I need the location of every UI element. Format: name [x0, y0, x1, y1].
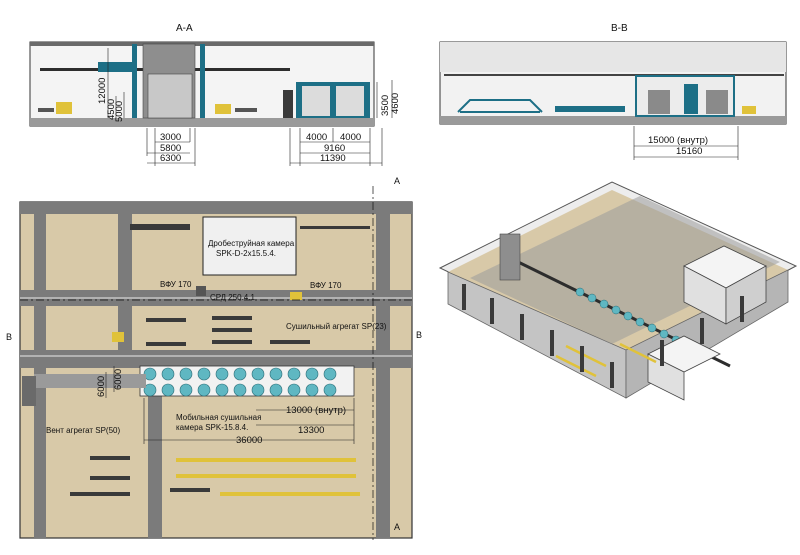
mobile-chamber-label-2: камера SPK-15.8.4.	[176, 423, 248, 432]
road-right	[376, 214, 390, 538]
table-2	[235, 108, 257, 112]
vfu-left-label: ВФУ 170	[160, 280, 192, 289]
conveyor-bb	[555, 106, 625, 112]
column-teal-1	[132, 44, 137, 118]
srd-label: СРД 250.4.1	[210, 293, 255, 302]
dim-plan-13300: 13300	[298, 425, 324, 436]
section-aa-title: A-A	[176, 23, 193, 34]
dim-w3000: 3000	[160, 132, 181, 143]
section-bb-crane	[444, 74, 784, 76]
dim-h4500: 4500	[106, 99, 117, 120]
iso-mobile-booth-side	[647, 353, 685, 401]
racks-upper	[146, 316, 310, 346]
dim-h4600: 4600	[390, 93, 401, 114]
booth-bb-machine-3	[706, 90, 728, 114]
section-aa: A-A 12000 4500 5000 350	[29, 23, 401, 166]
duct-left	[34, 374, 146, 388]
road-lower	[20, 350, 412, 368]
dryer-chamber-right	[336, 86, 364, 116]
plan-view: Дробеструйная камера SPK-D-2x15.5.4. ВФУ…	[6, 176, 422, 540]
dim-w4000-a: 4000	[306, 132, 327, 143]
srd-unit-left	[196, 286, 206, 296]
section-bb-floor	[440, 116, 786, 124]
dryer-unit-label: Сушильный агрегат SP(23)	[286, 322, 387, 331]
iso-vent-tower	[499, 233, 521, 281]
booth-bb-machine-1	[648, 90, 670, 114]
cut-a-bottom: A	[394, 522, 400, 532]
cut-a-top: A	[394, 176, 400, 186]
section-bb-wall	[440, 42, 786, 72]
forklift-1	[56, 102, 72, 114]
rail-track-b	[300, 226, 370, 229]
road-v1	[118, 214, 132, 354]
shot-booth-body	[147, 73, 193, 119]
dim-w11390: 11390	[320, 153, 346, 164]
forklift-bb	[742, 106, 756, 114]
isometric-view	[438, 181, 798, 401]
shot-chamber-label-2: SPK-D-2x15.5.4.	[216, 249, 276, 258]
section-bb: B-B 15000 (внутр) 15160	[439, 23, 787, 160]
cut-b-right: B	[416, 330, 422, 340]
truss-hanging	[457, 99, 543, 113]
drum-conveyor	[139, 365, 355, 397]
road-v2	[148, 368, 162, 538]
dryer-chamber-left	[302, 86, 330, 116]
racks-yellow	[176, 458, 360, 496]
forklift-plan-1	[112, 332, 124, 342]
vent-unit-aa	[283, 90, 293, 118]
dim-w9160: 9160	[324, 143, 345, 154]
srd-unit-right	[290, 292, 302, 300]
road-top	[20, 202, 412, 214]
crane-arm	[98, 62, 132, 72]
iso-columns	[462, 284, 744, 388]
iso-yellow-racks	[555, 342, 657, 378]
dim-h12000: 12000	[97, 78, 108, 104]
mobile-chamber-label-1: Мобильная сушильная	[176, 413, 261, 422]
dim-bb-outer: 15160	[676, 146, 702, 157]
dim-w5800: 5800	[160, 143, 181, 154]
booth-bb-machine-2	[684, 84, 698, 114]
dim-plan-6000-b: 6000	[113, 369, 124, 390]
dim-w4000-b: 4000	[340, 132, 361, 143]
iso-drums	[575, 287, 681, 345]
column-teal-2	[200, 44, 205, 118]
dim-w6300: 6300	[160, 153, 181, 164]
iso-shot-booth-front	[725, 265, 767, 325]
section-bb-title: B-B	[611, 23, 628, 34]
shot-chamber-label-1: Дробеструйная камера	[208, 239, 295, 248]
vent-unit-label: Вент агрегат SP(50)	[46, 426, 120, 435]
vent-unit-plan	[22, 376, 36, 406]
dim-h5000: 5000	[114, 101, 125, 122]
cut-b-left: B	[6, 332, 12, 342]
forklift-2	[215, 104, 231, 114]
rail-track-a	[130, 224, 190, 230]
dim-plan-36000: 36000	[236, 435, 262, 446]
dim-plan-13000: 13000 (внутр)	[286, 405, 346, 416]
dim-h3500: 3500	[380, 95, 391, 116]
dim-bb-inner: 15000 (внутр)	[648, 135, 708, 146]
section-aa-floor	[30, 118, 374, 126]
table-1	[38, 108, 54, 112]
shot-chamber	[202, 216, 297, 276]
dim-plan-6000-a: 6000	[96, 376, 107, 397]
iso-roads	[470, 196, 780, 344]
racks-lower	[70, 456, 210, 496]
vfu-right-label: ВФУ 170	[310, 281, 342, 290]
